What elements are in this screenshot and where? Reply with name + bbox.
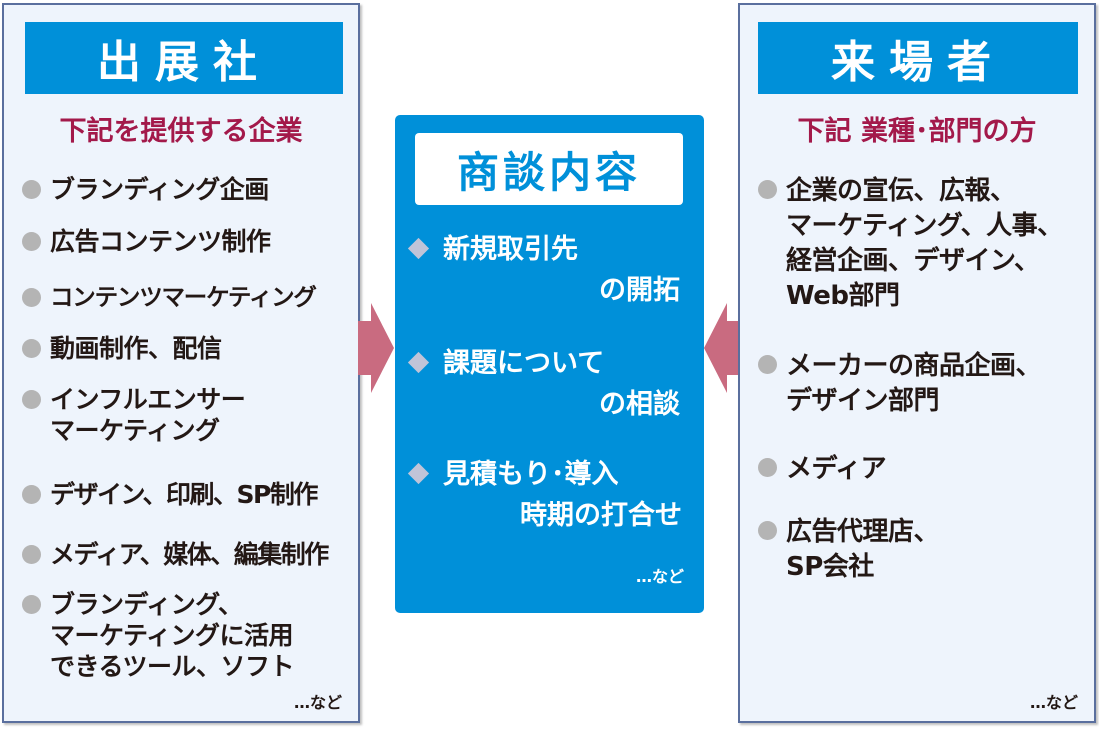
visitors-panel: 来場者 下記 業種･部門の方 企業の宣伝、広報、 マーケティング、人事、 経営企… [738,3,1096,723]
visitors-etc: …など [1029,693,1078,712]
bullet-icon [22,485,41,504]
bullet-icon [22,288,41,307]
meeting-title: 商談内容 [415,133,683,205]
list-item: メディア、媒体、編集制作 [22,539,329,570]
list-item: 動画制作、配信 [22,333,222,364]
arrow-left-icon [704,303,740,393]
bullet-icon [22,595,41,614]
bullet-icon [22,232,41,251]
visitors-subtitle: 下記 業種･部門の方 [797,116,1037,147]
list-item: インフルエンサー マーケティング [22,384,246,446]
bullet-icon [22,545,41,564]
meeting-etc: …など [635,567,684,586]
meeting-panel: 商談内容 新規取引先 の開拓 課題について の相談 見積もり･導入 時期の打合せ… [395,115,704,613]
list-item: 企業の宣伝、広報、 マーケティング、人事、 経営企画、デザイン、 Web部門 [758,174,1063,314]
list-item: メーカーの商品企画、 デザイン部門 [758,349,1042,419]
bullet-icon [758,521,777,540]
exhibitors-panel: 出展社 下記を提供する企業 ブランディング企画 広告コンテンツ制作 コンテンツマ… [2,3,360,723]
visitors-title: 来場者 [758,22,1078,94]
diamond-bullet-icon [407,462,430,485]
bullet-icon [22,339,41,358]
bullet-icon [758,180,777,199]
bullet-icon [758,458,777,477]
list-item: ブランディング企画 [22,174,269,205]
exhibitors-etc: …など [293,693,342,712]
list-item: メディア [758,452,887,487]
bullet-icon [758,355,777,374]
list-item: 広告コンテンツ制作 [22,226,271,257]
bullet-icon [22,180,41,199]
list-item: デザイン、印刷、SP制作 [22,479,318,510]
list-item: ブランディング、 マーケティングに活用 できるツール、ソフト [22,589,295,682]
arrow-right-icon [358,303,394,393]
list-item: 広告代理店、 SP会社 [758,515,940,585]
bullet-icon [22,390,41,409]
exhibitors-subtitle: 下記を提供する企業 [59,116,303,147]
diamond-bullet-icon [407,351,430,374]
list-item: コンテンツマーケティング [22,282,317,313]
exhibitors-title: 出展社 [25,22,343,94]
diamond-bullet-icon [407,237,430,260]
